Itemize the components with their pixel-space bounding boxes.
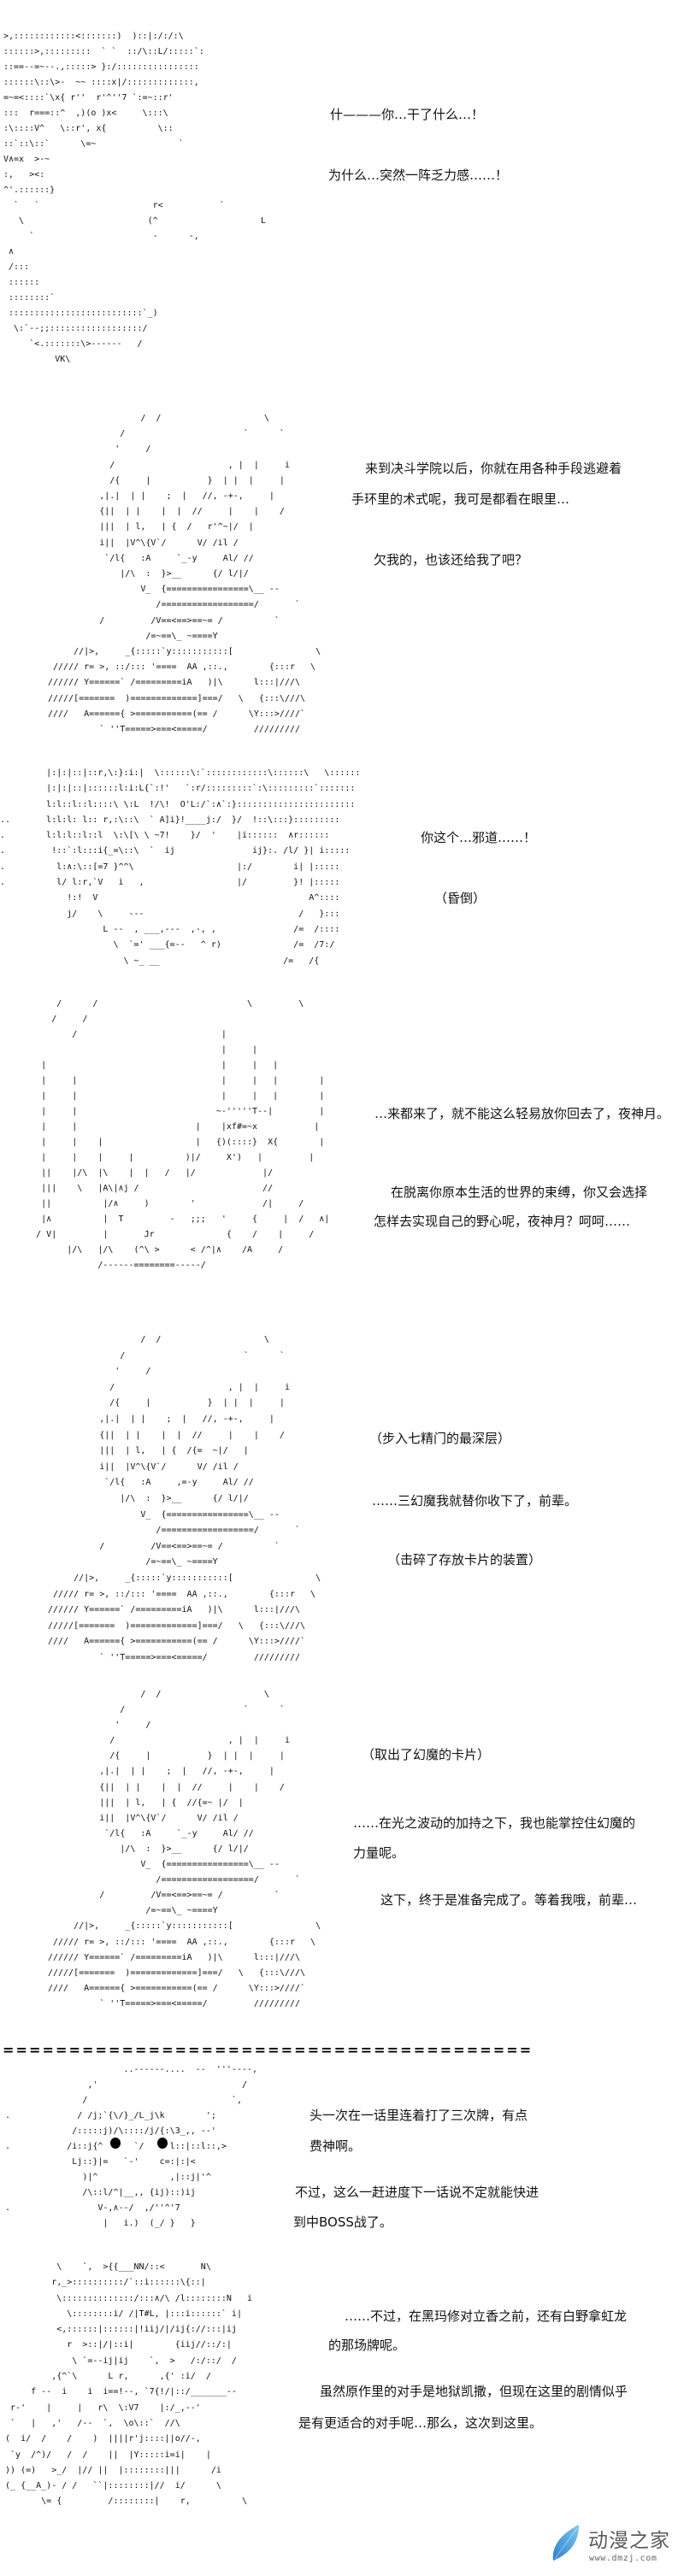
stage-direction: （击碎了存放卡片的装置） — [387, 1552, 542, 1567]
eye-icon — [110, 2138, 121, 2149]
author-note-line: 不过，这么一赶进度下一话说不定就能快进 — [295, 2185, 540, 2200]
dmzj-leaf-logo-icon — [552, 2525, 579, 2561]
ascii-art-chibi: ..------.... -- '''----, ,' / / `, . / /… — [5, 2065, 258, 2228]
author-note-line: ……不过，在黑玛修对立香之前，还有白野拿虹龙 — [345, 2308, 628, 2324]
dialogue-line: 什———你…干了什么…！ — [330, 107, 485, 122]
ascii-art-figure: >,::::::::::::<:::::::) )::|:/:/:\ :::::… — [3, 32, 267, 364]
dialogue-line: 你这个…邪道……！ — [421, 830, 537, 845]
ascii-art-figure: / / \ / ` ` ' / / , | | i /{ | } | | | |… — [48, 1335, 321, 1662]
stage-direction: （步入七精门的最深层） — [369, 1431, 511, 1446]
ascii-art-figure: / / \ \ / / / | | | | — [36, 999, 330, 1270]
ascii-art-figure: |:|:|::|::r,\:}:i:| \::::::\:`::::::::::… — [0, 768, 361, 966]
dialogue-line: ……三幻魔我就替你收下了，前辈。 — [372, 1493, 578, 1509]
ascii-art-figure: / / \ / ` ` ' / / , | | i /{ | } | | | |… — [48, 414, 321, 735]
dialogue-line: 欠我的，也该还给我了吧？ — [374, 552, 528, 568]
dialogue-line: 这下，终于是准备完成了。等着我哦，前辈… — [380, 1892, 638, 1908]
watermark-site-name: 动漫之家 — [588, 2530, 670, 2552]
watermark-url: www.dmzj.com — [589, 2554, 657, 2563]
dialogue-line: 力量呢。 — [353, 1845, 405, 1861]
dialogue-line: 手环里的术式呢，我可是都看在眼里… — [351, 491, 570, 507]
eye-icon — [157, 2138, 168, 2149]
author-note-line: 的那场牌呢。 — [328, 2338, 406, 2353]
dialogue-line: …来都来了，就不能这么轻易放你回去了，夜神月。 — [374, 1106, 670, 1121]
author-note-line: 头一次在一话里连着打了三次牌，有点 — [310, 2108, 528, 2123]
ascii-art-figure: \ `, >{{___NN/::< N\ r,_>::::::::::/`::i… — [5, 2262, 253, 2507]
dialogue-line: 来到决斗学院以后，你就在用各种手段逃避着 — [365, 461, 622, 476]
dialogue-line: 在脱离你原本生活的世界的束缚，你又会选择 — [391, 1185, 648, 1200]
stage-direction: （昏倒） — [434, 891, 486, 906]
author-note-line: 是有更适合的对手呢…那么，这次到这里。 — [298, 2415, 543, 2431]
ascii-art-figure: / / \ / ` ` ' / / , | | i /{ | } | | | |… — [48, 1690, 321, 2008]
stage-direction: （取出了幻魔的卡片） — [362, 1747, 491, 1762]
dialogue-line: 为什么…突然一阵乏力感……！ — [328, 168, 509, 183]
dialogue-line: 怎样去实现自己的野心呢，夜神月？呵呵…… — [374, 1214, 631, 1229]
section-separator: ======================================== — [3, 2042, 534, 2058]
dialogue-line: ……在光之波动的加持之下，我也能掌控住幻魔的 — [353, 1815, 636, 1831]
author-note-line: 费神啊。 — [310, 2138, 362, 2154]
author-note-line: 到中BOSS战了。 — [293, 2214, 392, 2230]
author-note-line: 虽然原作里的对手是地狱凯撒，但现在这里的剧情似乎 — [320, 2384, 628, 2399]
